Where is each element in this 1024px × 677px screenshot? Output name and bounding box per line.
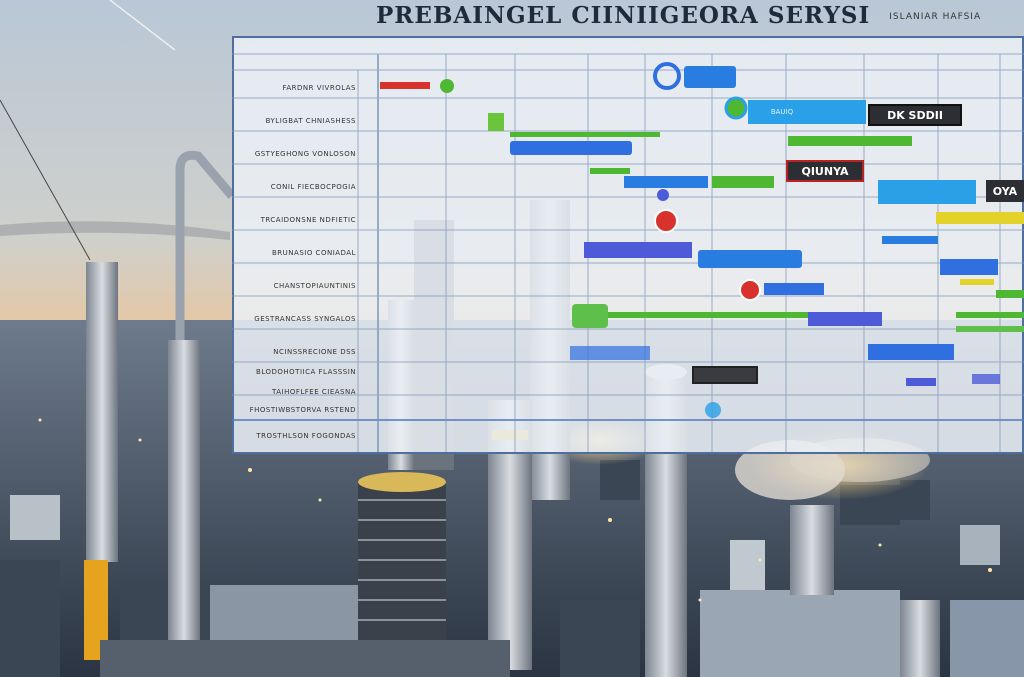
status-tag-oya: OYA [986,180,1024,202]
row-label: GESTRANCASS SYNGALOS [254,315,356,323]
row-label: FHOSTIWBSTORVA RSTEND [249,406,356,414]
bar-label-text: BAUIQ [770,108,794,116]
row-label: FARDNR VIVROLAS [282,84,356,92]
row-label: TAIHOFLFEE CIEASNA [271,388,356,396]
row-label: NCINSSRECIONE DSS [273,348,356,356]
title-text: PREBAINGEL CIINIIGEORA SERYSI [376,2,871,29]
row-label: BYLIGBAT CHNIASHESS [265,117,356,125]
status-tag-qiunya: QIUNYA [786,160,864,182]
row-label: CHANSTOPIAUNTINIS [273,282,356,290]
row-label: CONIL FIECBOCPOGIA [270,183,356,191]
row-label: BRUNASIO CONIADAL [272,249,356,257]
row-label: GSTYEGHONG VONLOSON [254,150,356,158]
row-label: TROSTHLSON FOGONDAS [256,432,356,440]
tag-text: DK SDDII [887,108,943,122]
row-label: BLODOHOTIICA FLASSSIN [256,368,356,376]
tag-text: QIUNYA [801,164,849,178]
status-tag-dark [692,366,758,384]
tag-text: OYA [992,184,1018,198]
row-label: TRCAIDONSNE NDFIETIC [260,216,356,224]
status-tag-dk: DK SDDII [868,104,962,126]
page-title: PREBAINGEL CIINIIGEORA SERYSI ISLANIAR H… [376,2,1024,34]
task-bar-label: BAUIQ [760,106,804,118]
title-subtitle: ISLANIAR HAFSIA [889,12,982,22]
